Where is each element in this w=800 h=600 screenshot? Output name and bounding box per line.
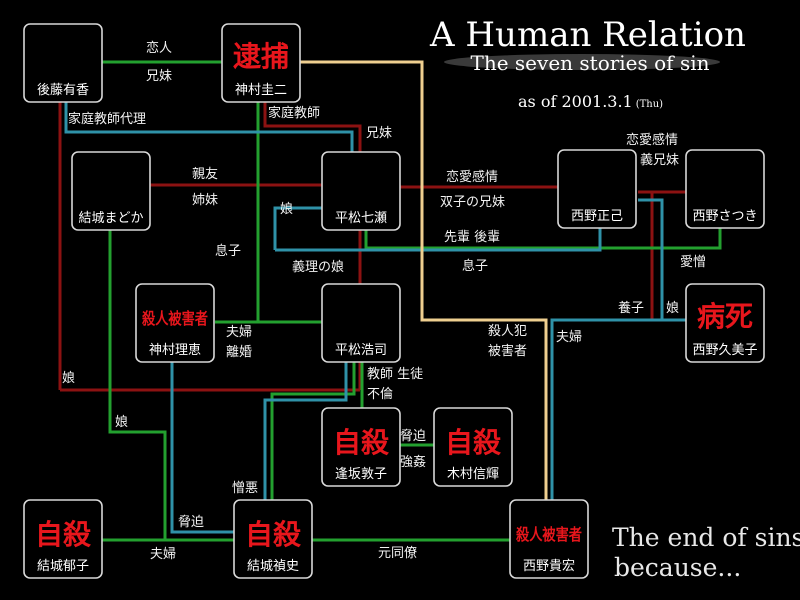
relation-label: 恋愛感情 xyxy=(446,169,498,185)
relation-label: 脅迫 xyxy=(178,515,204,530)
diagram-date: as of 2001.3.1(Thu) xyxy=(518,92,663,111)
character-name: 神村圭二 xyxy=(235,83,287,98)
status-stamp: 自殺 xyxy=(333,426,390,459)
line-koji-sadafumi xyxy=(270,362,356,500)
character-name: 結城郁子 xyxy=(37,559,89,574)
character-yuki-ikuko[interactable]: 自殺 結城郁子 xyxy=(23,499,103,579)
line-madoka-sadafumi xyxy=(108,230,167,540)
line-koji-sadafumi-blue xyxy=(263,362,348,500)
character-kamimura-keiji[interactable]: 逮捕 神村圭二 xyxy=(221,23,301,103)
line-keiji-takahiro xyxy=(300,60,548,500)
character-hiramatsu-koji[interactable]: 平松浩司 xyxy=(321,283,401,363)
diagram-title: A Human Relation xyxy=(429,15,746,55)
character-name: 逢坂敦子 xyxy=(335,466,387,482)
line-rie-sadafumi xyxy=(170,362,234,534)
status-stamp: 逮捕 xyxy=(233,40,289,73)
relation-label: 強姦 xyxy=(400,454,426,470)
title-block: A Human Relation The seven stories of si… xyxy=(429,15,746,111)
relation-labels: 恋人 兄妹 家庭教師代理 家庭教師 兄妹 恋愛感情 義兄妹 親友 姉妹 娘 恋愛… xyxy=(62,40,706,562)
character-name: 西野さつき xyxy=(692,209,757,224)
relation-label: 元同僚 xyxy=(378,546,417,561)
relation-label: 兄妹 xyxy=(366,126,392,141)
character-name: 西野貴宏 xyxy=(523,559,575,574)
status-stamp: 殺人被害者 xyxy=(141,309,208,328)
diagram-subtitle: The seven stories of sin xyxy=(471,51,710,75)
date-text: as of 2001.3.1 xyxy=(518,92,633,111)
relation-label: 離婚 xyxy=(226,345,252,360)
character-goto-yuka[interactable]: 後藤有香 xyxy=(23,23,103,103)
title-brush-stroke xyxy=(444,54,720,70)
relation-label: 家庭教師 xyxy=(268,105,320,121)
character-name: 西野正己 xyxy=(571,209,623,224)
character-kimura-nobuteru[interactable]: 自殺 木村信輝 xyxy=(433,407,513,487)
line-nanase-masaki-son xyxy=(275,228,602,252)
character-name: 木村信輝 xyxy=(447,467,499,482)
relation-label: 娘 xyxy=(62,371,75,386)
character-name: 西野久美子 xyxy=(692,343,757,358)
line-goto-nanase xyxy=(64,100,354,152)
character-name: 神村理恵 xyxy=(149,343,201,358)
weekday-text: (Thu) xyxy=(636,99,663,110)
relation-label: 夫婦 xyxy=(556,329,582,345)
character-yuki-sadafumi[interactable]: 自殺 結城禎史 xyxy=(233,499,313,579)
relation-label: 被害者 xyxy=(488,343,527,359)
relation-label: 娘 xyxy=(115,415,128,430)
relation-label: 先輩 後輩 xyxy=(444,230,500,245)
connection-lines xyxy=(58,60,722,542)
character-name: 後藤有香 xyxy=(37,83,89,98)
relation-label: 義兄妹 xyxy=(640,152,679,168)
relation-label: 教師 生徒 xyxy=(367,366,423,382)
relation-label: 娘 xyxy=(280,202,293,217)
line-keiji-nanase xyxy=(263,100,362,152)
character-name: 平松七瀬 xyxy=(335,211,387,226)
line-masaki-satsuki-blue xyxy=(638,198,664,320)
relation-label: 義理の娘 xyxy=(292,259,344,275)
status-stamp: 自殺 xyxy=(245,518,302,551)
relation-label: 恋愛感情 xyxy=(626,132,678,148)
character-name: 結城禎史 xyxy=(247,559,299,574)
character-yuki-madoka[interactable]: 結城まどか xyxy=(71,151,151,231)
relation-label: 姉妹 xyxy=(192,193,218,208)
relation-label: 夫婦 xyxy=(226,324,252,340)
character-nishino-satsuki[interactable]: 西野さつき xyxy=(685,149,765,229)
relation-label: 殺人犯 xyxy=(488,324,527,339)
status-stamp: 自殺 xyxy=(35,518,92,551)
character-nishino-kumiko[interactable]: 病死 西野久美子 xyxy=(685,283,765,363)
relation-label: 夫婦 xyxy=(150,546,176,562)
relation-label: 家庭教師代理 xyxy=(68,111,146,127)
character-hiramatsu-nanase[interactable]: 平松七瀬 xyxy=(321,151,401,231)
character-nishino-masaki[interactable]: 西野正己 xyxy=(557,149,637,229)
status-stamp: 殺人被害者 xyxy=(515,525,582,544)
relation-label: 娘 xyxy=(666,301,679,316)
character-nishino-takahiro[interactable]: 殺人被害者 西野貴宏 xyxy=(509,499,589,579)
relation-label: 兄妹 xyxy=(146,69,172,84)
relation-label: 脅迫 xyxy=(400,429,426,444)
ending-line-1: The end of sins. xyxy=(612,523,800,552)
relation-label: 息子 xyxy=(215,243,241,259)
line-nanase-satsuki xyxy=(364,228,722,250)
relation-label: 不倫 xyxy=(367,387,393,402)
line-kumiko-takahiro xyxy=(550,318,686,500)
character-name: 平松浩司 xyxy=(335,343,387,358)
relation-label: 愛憎 xyxy=(680,254,706,270)
character-aisaka-atsuko[interactable]: 自殺 逢坂敦子 xyxy=(321,407,401,487)
line-nanase-koji-blue xyxy=(273,206,322,250)
relation-label: 憎悪 xyxy=(232,480,258,496)
relation-label: 恋人 xyxy=(146,40,172,56)
status-stamp: 病死 xyxy=(697,300,753,333)
relation-label: 双子の兄妹 xyxy=(440,195,505,210)
character-kamimura-rie[interactable]: 殺人被害者 神村理恵 xyxy=(135,283,215,363)
relation-label: 親友 xyxy=(192,166,218,182)
relation-label: 息子 xyxy=(462,258,488,274)
relation-label: 養子 xyxy=(618,300,644,316)
ending-text: The end of sins. because... xyxy=(612,523,800,582)
character-name: 結城まどか xyxy=(78,211,143,226)
status-stamp: 自殺 xyxy=(445,426,502,459)
ending-line-2: because... xyxy=(614,553,741,582)
